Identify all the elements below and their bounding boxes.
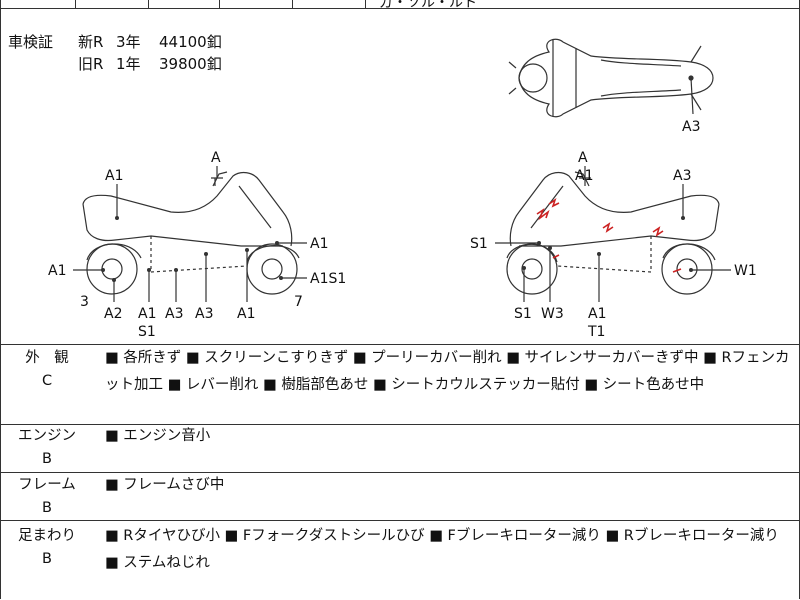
diagram-label: T1	[587, 324, 605, 340]
diagram-label: A1	[575, 168, 593, 184]
left-side-scooter	[73, 166, 307, 302]
top-cell-divider	[365, 0, 366, 8]
condition-notes: ■ 各所きず ■ スクリーンこすりきず ■ プーリーカバー削れ ■ サイレンサー…	[105, 350, 790, 393]
table-border	[1, 344, 799, 345]
diagram-label: S1	[514, 306, 532, 322]
top-view-scooter	[508, 38, 714, 118]
damage-marks	[536, 198, 682, 273]
table-border	[1, 520, 799, 521]
diagram-label: A3	[195, 306, 213, 322]
diagram-label: A	[578, 150, 588, 166]
category-grade: C	[41, 373, 53, 389]
category-name: 足まわり	[18, 528, 76, 544]
condition-row-suspension: 足まわり B ■ Rタイヤひび小 ■ Fフォークダストシールひび ■ Fブレーキ…	[1, 520, 799, 599]
diagram-label: A1	[48, 263, 66, 279]
condition-category: 足まわり B	[1, 525, 93, 571]
condition-category: 外 観 C	[1, 347, 93, 393]
category-grade: B	[42, 551, 52, 567]
top-cell-divider	[219, 0, 220, 8]
diagram-label: A2	[104, 306, 122, 322]
category-name: エンジン	[18, 428, 76, 444]
condition-notes: ■ Rタイヤひび小 ■ Fフォークダストシールひび ■ Fブレーキローター減り …	[105, 528, 779, 571]
condition-row-frame: フレーム B ■ フレームさび中	[1, 472, 799, 520]
diagram-label: A1	[105, 168, 123, 184]
registration-info: 車検証 新R 3年 44100釦 旧R 1年 39800釦	[8, 31, 239, 75]
condition-row-engine: エンジン B ■ エンジン音小	[1, 424, 799, 472]
diagram-label: 3	[80, 294, 89, 310]
diagram-label: S1	[470, 236, 488, 252]
condition-notes: ■ エンジン音小	[105, 428, 211, 444]
condition-notes: ■ フレームさび中	[105, 477, 225, 493]
table-border	[1, 424, 799, 425]
registration-price: 44100釦	[159, 33, 222, 51]
diagram-label: A1	[237, 306, 255, 322]
diagram-label: A	[211, 150, 221, 166]
diagram-label: A1S1	[310, 271, 346, 287]
diagram-label: W3	[541, 306, 564, 322]
table-border	[1, 472, 799, 473]
diagram-label: 7	[294, 294, 303, 310]
diagram-label: A1	[138, 306, 156, 322]
top-cell-divider	[148, 0, 149, 8]
motorcycle-damage-diagram: A3 A A1 A1 A1 A1S1 3 7 A2 A1 A3 A3 A1 S1…	[48, 38, 757, 340]
diagram-label: A1	[588, 306, 606, 322]
condition-category: エンジン B	[1, 425, 93, 471]
diagram-label: S1	[138, 324, 156, 340]
category-name: 外 観	[25, 350, 69, 366]
top-cell-divider	[75, 0, 76, 8]
top-table-border	[1, 8, 799, 9]
diagram-label: A3	[165, 306, 183, 322]
right-side-scooter	[495, 166, 731, 302]
registration-type: 旧R	[78, 55, 104, 73]
condition-row-exterior: 外 観 C ■ 各所きず ■ スクリーンこすりきず ■ プーリーカバー削れ ■ …	[1, 344, 799, 424]
top-cell-divider	[292, 0, 293, 8]
category-grade: B	[42, 451, 52, 467]
registration-years: 3年	[116, 33, 141, 51]
registration-type: 新R	[78, 33, 104, 51]
registration-years: 1年	[116, 55, 141, 73]
diagram-label: A1	[310, 236, 328, 252]
header-fragment: ガ・ソル・ルト	[379, 0, 477, 11]
diagram-label: A3	[673, 168, 691, 184]
diagram-label: A3	[682, 119, 700, 135]
category-grade: B	[42, 500, 52, 516]
registration-price: 39800釦	[159, 55, 222, 73]
condition-category: フレーム B	[1, 474, 93, 520]
category-name: フレーム	[18, 477, 76, 493]
registration-label: 車検証	[8, 33, 54, 51]
diagram-label: W1	[734, 263, 757, 279]
